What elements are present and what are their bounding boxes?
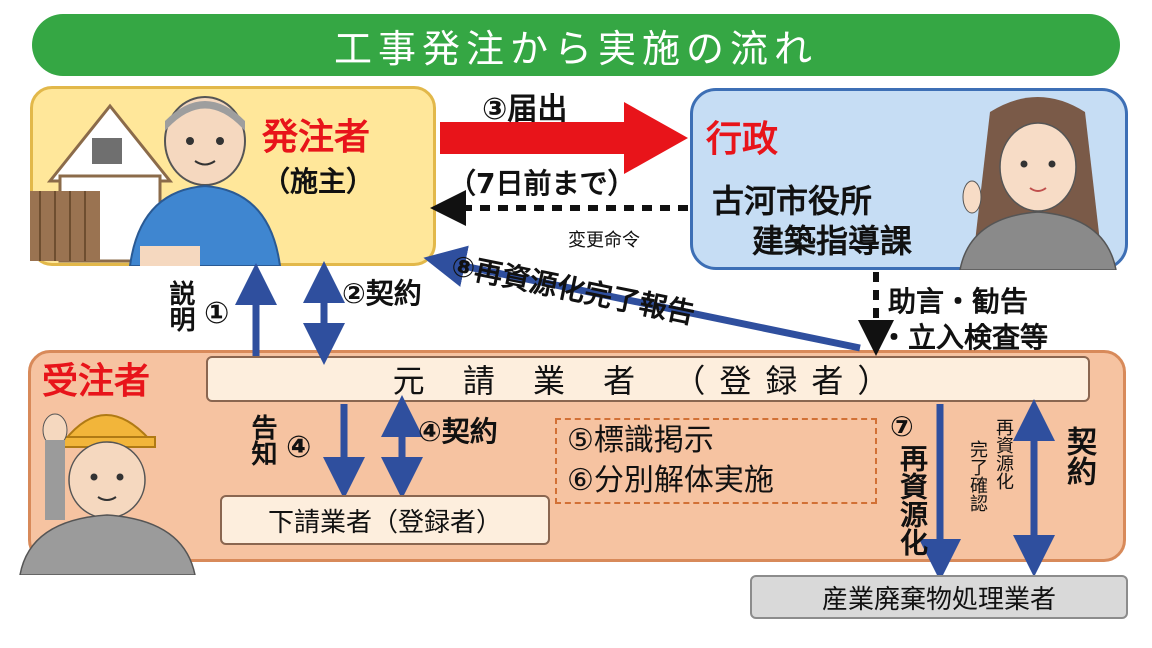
step6-label: ⑥分別解体実施: [567, 463, 774, 498]
client-sub: （施主）: [262, 165, 375, 198]
waste-processor-box: 産業廃棄物処理業者: [750, 575, 1128, 619]
step4-contract-label: ④契約: [418, 415, 498, 448]
step4-notice-number: ④: [286, 430, 312, 465]
government-illustration: [959, 97, 1117, 270]
contractor-name: 受注者: [42, 361, 151, 402]
step3-label: ③届出: [482, 92, 568, 127]
government-office-line2: 建築指導課: [752, 222, 913, 260]
notification-arrow: [440, 102, 688, 174]
subcontractor-box: 下請業者（登録者）: [220, 495, 550, 545]
step7-number: ⑦: [890, 410, 914, 443]
step7-label: 再資源化: [896, 444, 929, 556]
completion-report-arrow: [423, 245, 861, 352]
step1-label: 説明: [165, 280, 195, 332]
government-name: 行政: [706, 119, 779, 160]
client-name: 発注者: [262, 117, 371, 158]
site-tasks-box: ⑤標識掲示 ⑥分別解体実施: [555, 418, 877, 504]
completion-check-line2: 完了確認: [967, 440, 988, 512]
step2-text: ②契約: [342, 277, 422, 310]
client-illustration: [30, 96, 282, 266]
step2-label: ②契約: [342, 278, 422, 310]
completion-check-line1: 再資源化: [993, 418, 1014, 490]
advice-line1: 助言・勧告: [888, 285, 1029, 318]
waste-contract-label: 契約: [1061, 426, 1096, 486]
contractor-illustration: [19, 413, 196, 575]
government-office-line1: 古河市役所: [712, 182, 873, 220]
advice-line2: ・立入検査等: [880, 321, 1049, 354]
step1-number: ①: [204, 296, 230, 331]
main-contractor-bar: 元 請 業 者 （登録者）: [206, 356, 1090, 402]
step3-note: （7日前まで）: [448, 167, 636, 200]
step4-notice-label: 告知: [247, 414, 277, 466]
change-order-label: 変更命令: [568, 230, 640, 251]
page-title: 工事発注から実施の流れ: [32, 14, 1120, 76]
step5-label: ⑤標識掲示: [567, 423, 714, 458]
